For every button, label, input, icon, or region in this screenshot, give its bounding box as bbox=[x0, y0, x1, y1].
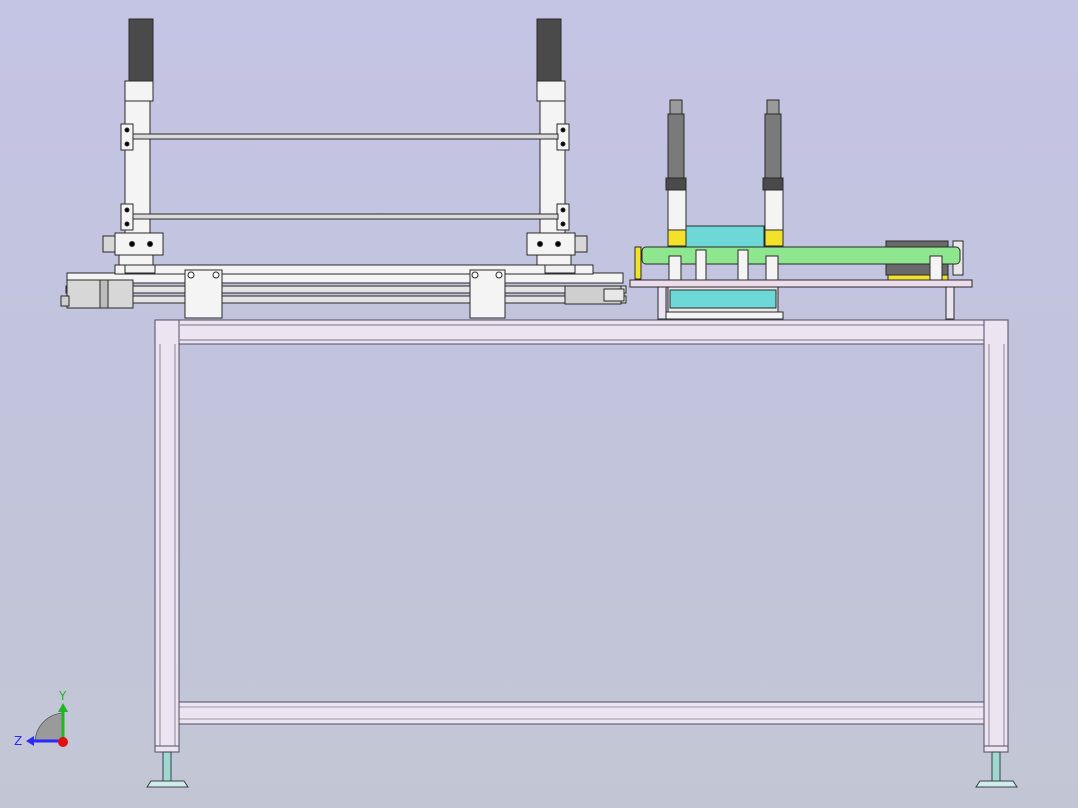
guide-rod-lower bbox=[132, 213, 559, 220]
gantry-left-column bbox=[102, 18, 164, 266]
leveling-foot-left bbox=[146, 751, 189, 788]
guide-rod-upper bbox=[132, 133, 559, 140]
table-frame bbox=[154, 319, 1009, 753]
x-axis-dot bbox=[58, 737, 68, 747]
linear-slide bbox=[60, 264, 627, 319]
leveling-foot-right bbox=[975, 751, 1018, 788]
green-roller bbox=[641, 246, 961, 281]
press-cylinder-left bbox=[665, 99, 687, 247]
z-axis-label: Z bbox=[14, 734, 22, 748]
y-axis-label: Y bbox=[58, 689, 67, 703]
axis-triad: Y Z bbox=[14, 689, 68, 748]
gantry-right-column bbox=[526, 18, 588, 266]
press-cylinder-right bbox=[762, 99, 784, 247]
